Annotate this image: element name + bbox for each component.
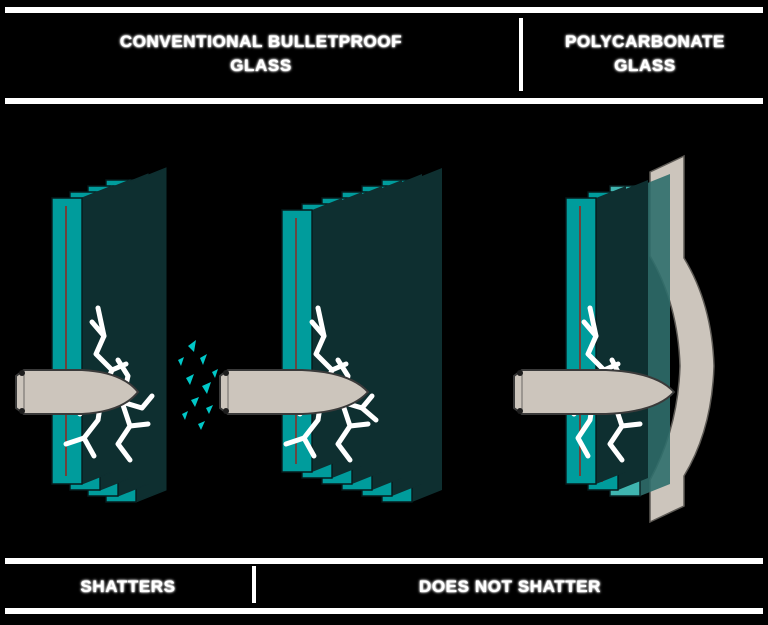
header-right-line2: GLASS: [614, 56, 676, 75]
header-right-line1: POLYCARBONATE: [565, 32, 725, 51]
bullet-shape: [15, 369, 140, 415]
bullet-shape: [219, 369, 370, 415]
header-divider: [519, 18, 523, 91]
rule-bottom-inner: [5, 558, 763, 564]
scene-conventional-thick: [219, 108, 482, 554]
result-label-right: DOES NOT SHATTER: [418, 577, 602, 596]
spall-fragments: [178, 340, 218, 430]
rule-top-inner: [5, 98, 763, 104]
header-title-left: CONVENTIONAL BULLETPROOF GLASS: [16, 30, 506, 78]
header-left-line2: GLASS: [230, 56, 292, 75]
bullet-shape: [513, 369, 676, 415]
illustration-area: [0, 108, 768, 554]
header-title-right: POLYCARBONATE GLASS: [532, 30, 758, 78]
rule-bottom-outer: [5, 608, 763, 614]
bullet-penetrating: [15, 369, 140, 415]
header-left-line1: CONVENTIONAL BULLETPROOF: [119, 32, 403, 51]
footer-divider: [252, 566, 256, 603]
rule-top-outer: [5, 7, 763, 13]
bullet-stopped: [513, 369, 676, 415]
result-label-left: SHATTERS: [80, 577, 176, 596]
scene-polycarbonate: [513, 108, 752, 554]
bullet-lodged: [219, 369, 370, 415]
scene-conventional-thin: [15, 108, 260, 554]
